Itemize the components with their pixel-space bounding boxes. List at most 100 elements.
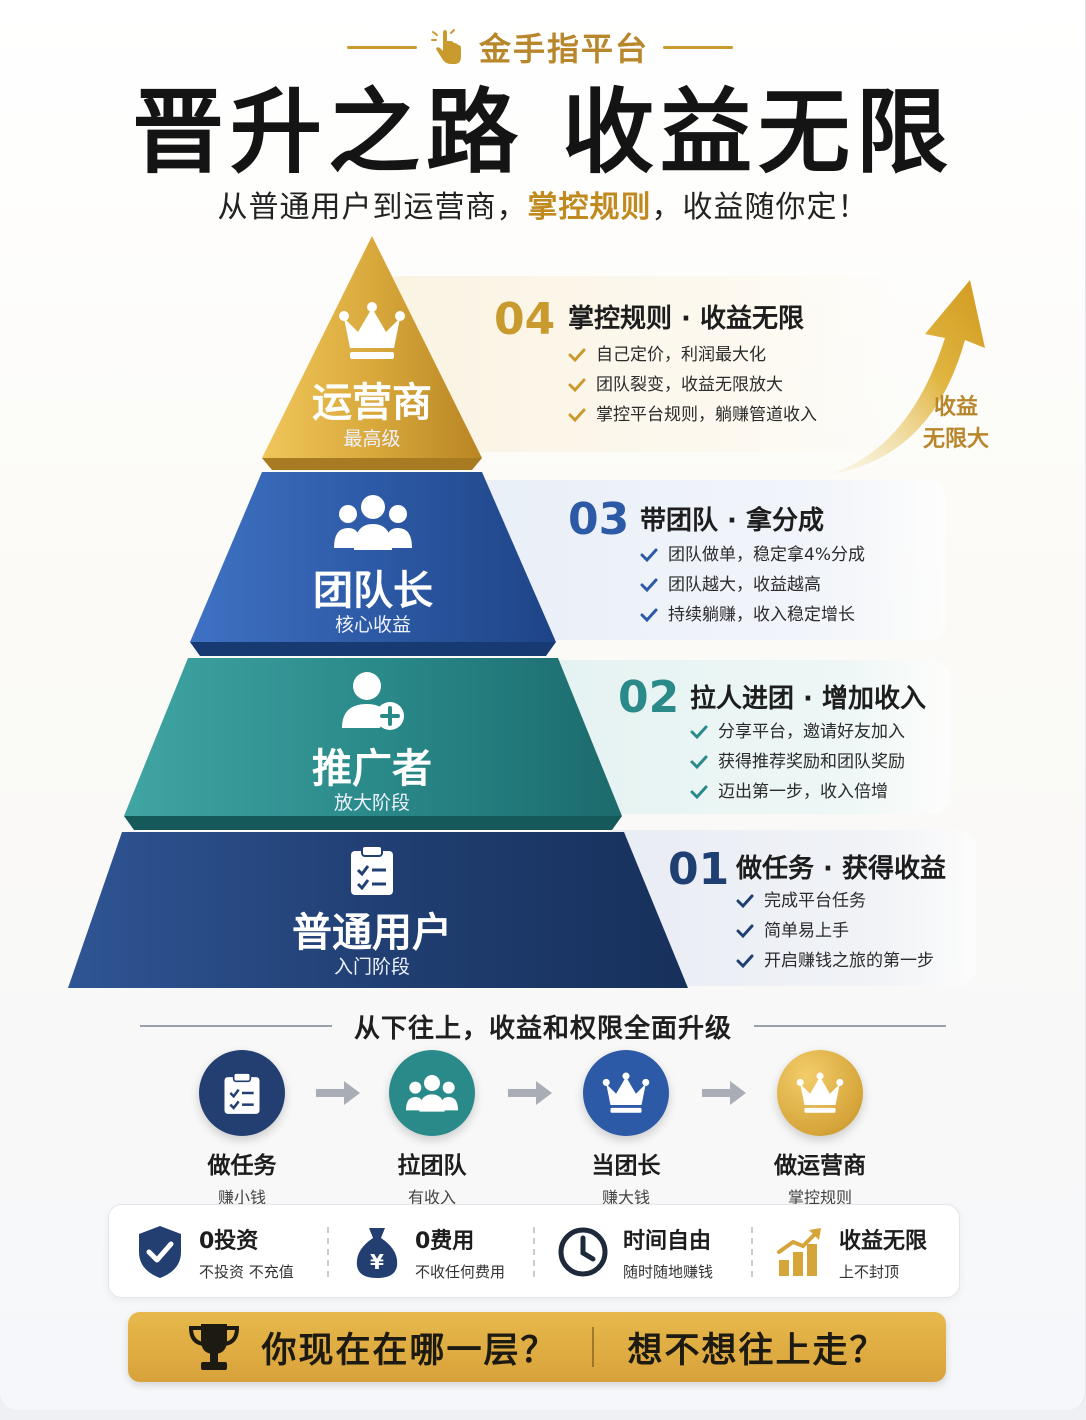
tier-label-promoter: 推广者 <box>312 746 432 792</box>
check-icon <box>568 378 586 393</box>
feature-text: 时间自由 随时随地赚钱 <box>623 1223 713 1282</box>
list-item-text: 简单易上手 <box>764 921 849 941</box>
tier-sub-operator: 最高级 <box>343 428 401 450</box>
list-item: 持续躺赚，收入稳定增长 <box>640 600 865 630</box>
check-icon <box>640 578 658 593</box>
section-rule-right <box>754 1025 947 1027</box>
card-number: 04 <box>494 294 556 345</box>
card-number: 03 <box>568 494 630 545</box>
growth-arrow-icon <box>830 280 985 474</box>
list-item: 自己定价，利润最大化 <box>568 340 817 370</box>
list-item-text: 团队越大，收益越高 <box>668 575 821 595</box>
check-icon <box>736 894 754 909</box>
pyramid-tier-team-leader-base <box>190 642 556 656</box>
arrow-right-icon <box>508 1081 552 1105</box>
card-list: 完成平台任务 简单易上手 开启赚钱之旅的第一步 <box>736 886 934 976</box>
check-icon <box>736 924 754 939</box>
feature-text: 0费用 不收任何费用 <box>415 1223 505 1282</box>
card-list: 团队做单，稳定拿4%分成 团队越大，收益越高 持续躺赚，收入稳定增长 <box>640 540 865 630</box>
card-title: 拉人进团 · 增加收入 <box>690 684 926 714</box>
step-label: 做运营商 <box>774 1153 866 1179</box>
call-to-action-banner: 你现在在哪一层？ 想不想往上走？ <box>128 1312 946 1382</box>
pyramid-tier-promoter-base <box>124 816 622 830</box>
feature-title: 收益无限 <box>839 1228 928 1254</box>
tier-label-operator: 运营商 <box>312 380 432 426</box>
feature-title: 0投资 <box>199 1228 259 1254</box>
card-title: 掌控规则 · 收益无限 <box>568 304 804 334</box>
step-sub: 有收入 <box>407 1188 456 1207</box>
feature-divider <box>751 1227 753 1277</box>
arrow-right-icon <box>316 1081 360 1105</box>
step-sub: 掌控规则 <box>787 1188 852 1207</box>
feature-time-freedom: 时间自由 随时随地赚钱 <box>557 1205 713 1299</box>
section-rule-left <box>140 1025 332 1027</box>
subtitle-highlight: 掌控规则 <box>527 190 652 225</box>
card-title: 做任务 · 获得收益 <box>736 854 946 884</box>
arrow-right-icon <box>702 1081 746 1105</box>
list-item: 获得推荐奖励和团队奖励 <box>690 747 905 777</box>
step-operator: 做运营商 掌控规则 <box>740 1050 900 1208</box>
subtitle: 从普通用户到运营商，掌控规则，收益随你定！ <box>0 182 1086 226</box>
step-do-tasks: 做任务 赚小钱 <box>162 1050 322 1208</box>
pointing-hand-icon <box>430 29 461 64</box>
shield-check-icon <box>139 1226 181 1278</box>
list-item-text: 迈出第一步，收入倍增 <box>718 782 888 802</box>
list-item: 团队裂变，收益无限放大 <box>568 370 817 400</box>
check-icon <box>690 755 708 770</box>
card-list: 分享平台，邀请好友加入 获得推荐奖励和团队奖励 迈出第一步，收入倍增 <box>690 717 905 807</box>
add-user-icon <box>342 672 404 730</box>
list-item: 团队做单，稳定拿4%分成 <box>640 540 865 570</box>
crown-icon <box>602 1072 650 1113</box>
tier-sub-user: 入门阶段 <box>333 956 410 978</box>
tier-sub-promoter: 放大阶段 <box>333 792 410 814</box>
crown-icon <box>796 1072 844 1113</box>
feature-zero-fees: ¥ 0费用 不收任何费用 <box>353 1205 505 1299</box>
card-level-04: 04 掌控规则 · 收益无限 自己定价，利润最大化 团队裂变，收益无限放大 掌控… <box>380 276 896 452</box>
pyramid-tier-user <box>68 832 688 988</box>
list-item: 迈出第一步，收入倍增 <box>690 777 905 807</box>
list-item-text: 自己定价，利润最大化 <box>596 345 766 365</box>
banner-question-1: 你现在在哪一层？ <box>261 1330 558 1371</box>
money-bag-icon: ¥ <box>356 1228 398 1278</box>
feature-sub: 不收任何费用 <box>415 1262 506 1281</box>
clipboard-icon <box>351 845 393 895</box>
main-title: 晋升之路 收益无限 <box>131 79 955 186</box>
list-item: 分享平台，邀请好友加入 <box>690 717 905 747</box>
pyramid-tier-operator-base <box>262 458 482 470</box>
check-icon <box>690 725 708 740</box>
clipboard-icon <box>224 1072 260 1114</box>
brand-rule-right <box>663 45 733 49</box>
list-item-text: 分享平台，邀请好友加入 <box>718 722 905 742</box>
crown-icon <box>339 302 405 359</box>
list-item-text: 开启赚钱之旅的第一步 <box>764 951 934 971</box>
card-level-03: 03 带团队 · 拿分成 团队做单，稳定拿4%分成 团队越大，收益越高 持续躺赚… <box>470 480 946 640</box>
brand-rule-left <box>346 45 417 49</box>
progression-title: 从下往上，收益和权限全面升级 <box>140 1006 947 1046</box>
feature-sub: 不投资 不充值 <box>199 1262 294 1281</box>
feature-divider <box>327 1227 329 1277</box>
step-circle <box>199 1050 285 1136</box>
feature-unlimited-income: 收益无限 上不封顶 <box>775 1205 927 1299</box>
feature-sub: 上不封顶 <box>839 1262 900 1281</box>
growth-chart-icon <box>777 1228 821 1276</box>
check-icon <box>640 608 658 623</box>
step-label: 做任务 <box>207 1153 277 1179</box>
pyramid-tier-team-leader <box>190 472 556 642</box>
subtitle-part-a: 从普通用户到运营商， <box>217 190 528 225</box>
trophy-icon <box>189 1324 240 1370</box>
feature-sub: 随时随地赚钱 <box>623 1262 714 1281</box>
step-label: 拉团队 <box>397 1153 467 1179</box>
feature-zero-investment: 0投资 不投资 不充值 <box>135 1205 294 1299</box>
feature-title: 0费用 <box>415 1228 475 1254</box>
list-item-text: 团队做单，稳定拿4%分成 <box>668 545 865 565</box>
check-icon <box>690 785 708 800</box>
feature-text: 0投资 不投资 不充值 <box>199 1223 294 1282</box>
team-icon <box>406 1075 458 1112</box>
tier-sub-team-leader: 核心收益 <box>334 614 411 636</box>
brand-header: 金手指平台 <box>320 22 760 72</box>
feature-divider <box>533 1227 535 1277</box>
step-sub: 赚大钱 <box>601 1188 650 1207</box>
card-list: 自己定价，利润最大化 团队裂变，收益无限放大 掌控平台规则，躺赚管道收入 <box>568 340 817 430</box>
card-number: 01 <box>668 844 730 895</box>
